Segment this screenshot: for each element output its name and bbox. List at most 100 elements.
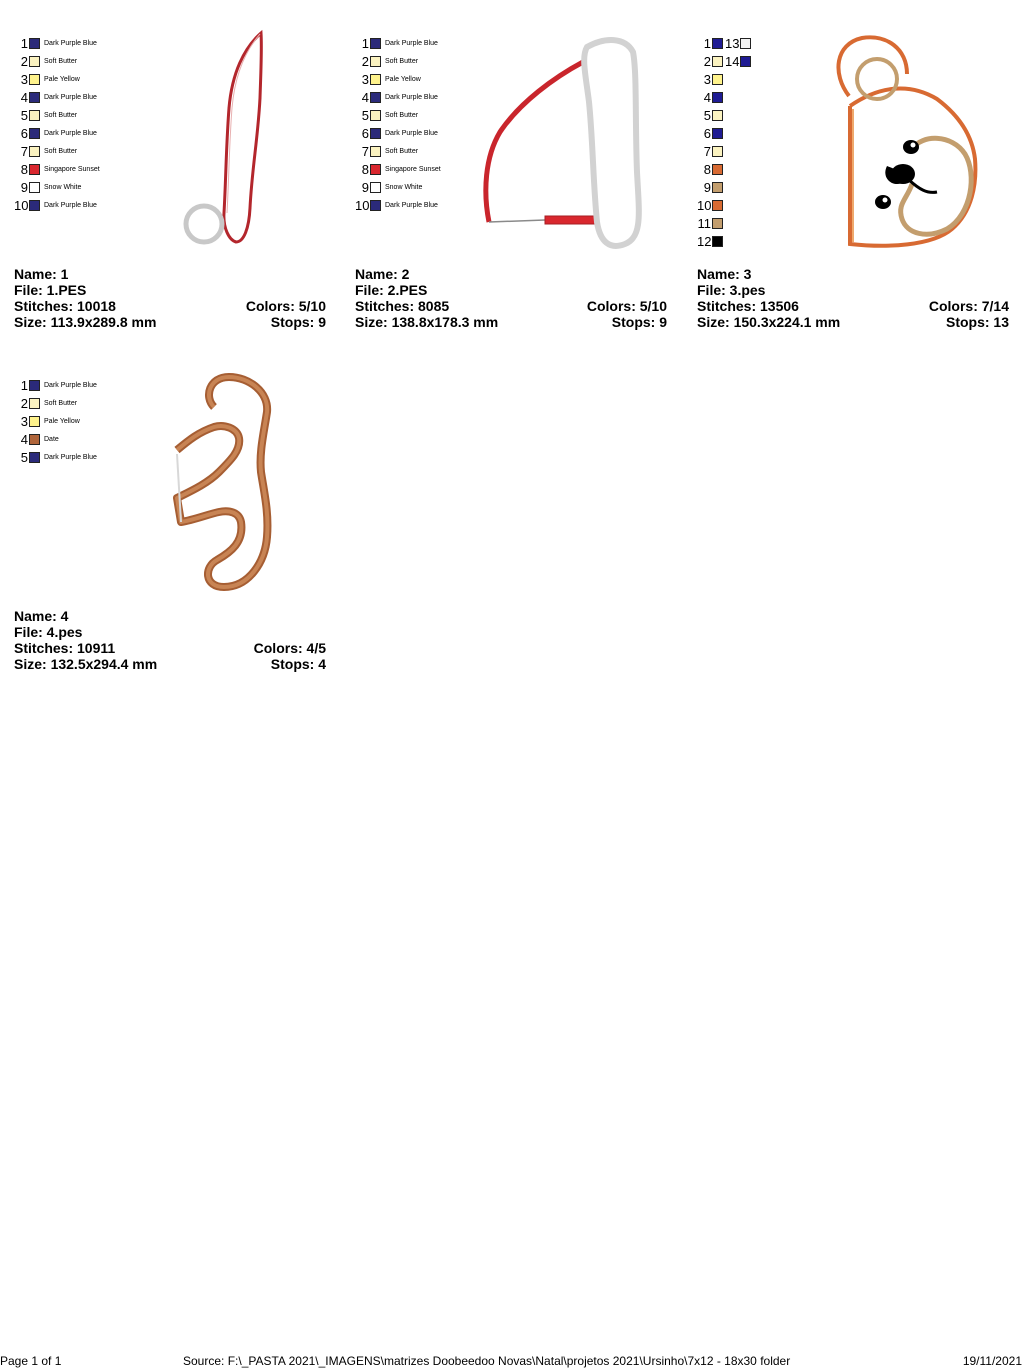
color-swatch (712, 235, 723, 247)
print-date: 19/11/2021 (962, 1354, 1022, 1368)
color-row: 9 (697, 178, 753, 196)
color-swatch (370, 73, 381, 85)
color-swatch (29, 163, 40, 175)
color-swatch (712, 127, 723, 139)
color-row: 1 13 (697, 34, 753, 52)
color-swatch (712, 181, 723, 193)
design-size: Size: 132.5x294.4 mm (14, 656, 158, 672)
color-swatch (370, 127, 381, 139)
color-row: 12 (697, 232, 753, 250)
design-name: Name: 3 (697, 266, 752, 282)
color-row: 10 (697, 196, 753, 214)
color-swatch (29, 451, 40, 463)
design-size: Size: 113.9x289.8 mm (14, 314, 157, 330)
design-colors: Colors: 4/5 (253, 640, 326, 656)
color-swatch (712, 91, 723, 103)
design-size: Size: 150.3x224.1 mm (697, 314, 841, 330)
design-preview-bear-face (836, 35, 978, 248)
color-swatch (29, 379, 40, 391)
color-swatch (370, 37, 381, 49)
color-swatch (29, 91, 40, 103)
color-swatch (29, 433, 40, 445)
design-stops: Stops: 9 (270, 314, 326, 330)
design-preview-hat-tail (183, 29, 263, 245)
design-name: Name: 1 (14, 266, 69, 282)
design-file: File: 3.pes (697, 282, 766, 298)
color-swatch (712, 73, 723, 85)
color-swatch (712, 55, 723, 67)
design-preview-bear-paws (173, 373, 272, 591)
design-stops: Stops: 9 (611, 314, 667, 330)
color-legend: 1 13 2 14 3 4 5 6 7 8 9 10 11 12 (697, 34, 753, 250)
page-number: Page 1 of 1 (0, 1354, 62, 1368)
color-swatch (29, 37, 40, 49)
color-swatch (370, 91, 381, 103)
color-row: 3 (697, 70, 753, 88)
color-swatch (29, 109, 40, 121)
color-swatch (29, 199, 40, 211)
color-swatch (29, 415, 40, 427)
design-card-3: 1 13 2 14 3 4 5 6 7 8 9 10 11 12 Name: 3… (697, 8, 1017, 338)
design-stops: Stops: 13 (945, 314, 1009, 330)
color-swatch (370, 199, 381, 211)
design-stops: Stops: 4 (270, 656, 326, 672)
design-colors: Colors: 5/10 (586, 298, 667, 314)
color-swatch (29, 73, 40, 85)
color-swatch (712, 217, 723, 229)
color-row: 7 (697, 142, 753, 160)
design-colors: Colors: 5/10 (245, 298, 326, 314)
design-name: Name: 4 (14, 608, 69, 624)
design-stitches: Stitches: 10018 (14, 298, 116, 314)
color-swatch (370, 163, 381, 175)
color-swatch (370, 109, 381, 121)
design-file: File: 2.PES (355, 282, 428, 298)
color-row: 11 (697, 214, 753, 232)
source-path: Source: F:\_PASTA 2021\_IMAGENS\matrizes… (183, 1354, 791, 1368)
color-swatch (29, 181, 40, 193)
color-row: 2 14 (697, 52, 753, 70)
design-size: Size: 138.8x178.3 mm (355, 314, 499, 330)
color-swatch (712, 163, 723, 175)
design-stitches: Stitches: 13506 (697, 298, 799, 314)
color-swatch (29, 55, 40, 67)
design-preview-hat (483, 37, 642, 249)
color-row: 8 (697, 160, 753, 178)
color-swatch (29, 127, 40, 139)
color-row: 6 (697, 124, 753, 142)
design-file: File: 4.pes (14, 624, 83, 640)
color-row: 5 (697, 106, 753, 124)
design-stitches: Stitches: 8085 (355, 298, 450, 314)
color-swatch (370, 181, 381, 193)
